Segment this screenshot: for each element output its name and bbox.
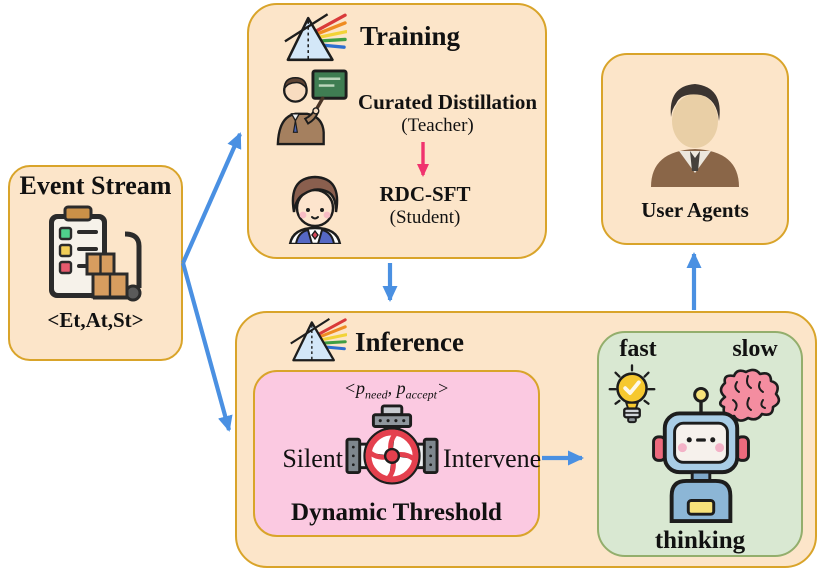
lightbulb-check-icon: [608, 364, 656, 424]
p-need-sub: need: [365, 387, 388, 402]
robot-icon: [652, 386, 750, 523]
arrow-eventstream-to-training: [181, 132, 242, 264]
brain-icon: [718, 368, 781, 422]
training-title: Training: [359, 21, 461, 51]
event-stream-title: Event Stream: [19, 171, 172, 200]
user-agents-title: User Agents: [641, 198, 749, 222]
tuple-open: <: [343, 378, 357, 398]
valve-icon: [345, 404, 439, 485]
teacher-icon: [276, 69, 348, 146]
prism-icon-inference: [290, 318, 347, 362]
p-need-var: p: [356, 378, 366, 398]
p-accept-sub: accept: [405, 387, 437, 402]
threshold-tuple: <pneed, paccept>: [253, 378, 540, 402]
fast-label: fast: [619, 336, 657, 362]
thinking-title: thinking: [654, 527, 746, 554]
user-avatar-icon: [651, 84, 739, 187]
inference-title: Inference: [355, 327, 464, 357]
silent-label: Silent: [282, 444, 343, 473]
student-icon: [288, 175, 342, 244]
dynamic-threshold-title: Dynamic Threshold: [291, 499, 502, 526]
arrow-eventstream-to-inference: [180, 262, 233, 432]
intervene-label: Intervene: [443, 444, 542, 473]
tuple-close: >: [436, 378, 450, 398]
clipboard-handtruck-icon: [49, 205, 142, 302]
curated-distillation-label: Curated Distillation: [357, 90, 538, 114]
p-accept-var: p: [396, 378, 406, 398]
teacher-label: (Teacher): [401, 115, 474, 136]
student-label: (Student): [389, 207, 461, 228]
rdc-sft-label: RDC-SFT: [379, 182, 471, 206]
slow-label: slow: [732, 336, 778, 362]
prism-icon-training: [284, 13, 347, 62]
event-stream-tuple: <Et,At,St>: [47, 308, 144, 332]
tuple-sep: ,: [387, 378, 397, 398]
